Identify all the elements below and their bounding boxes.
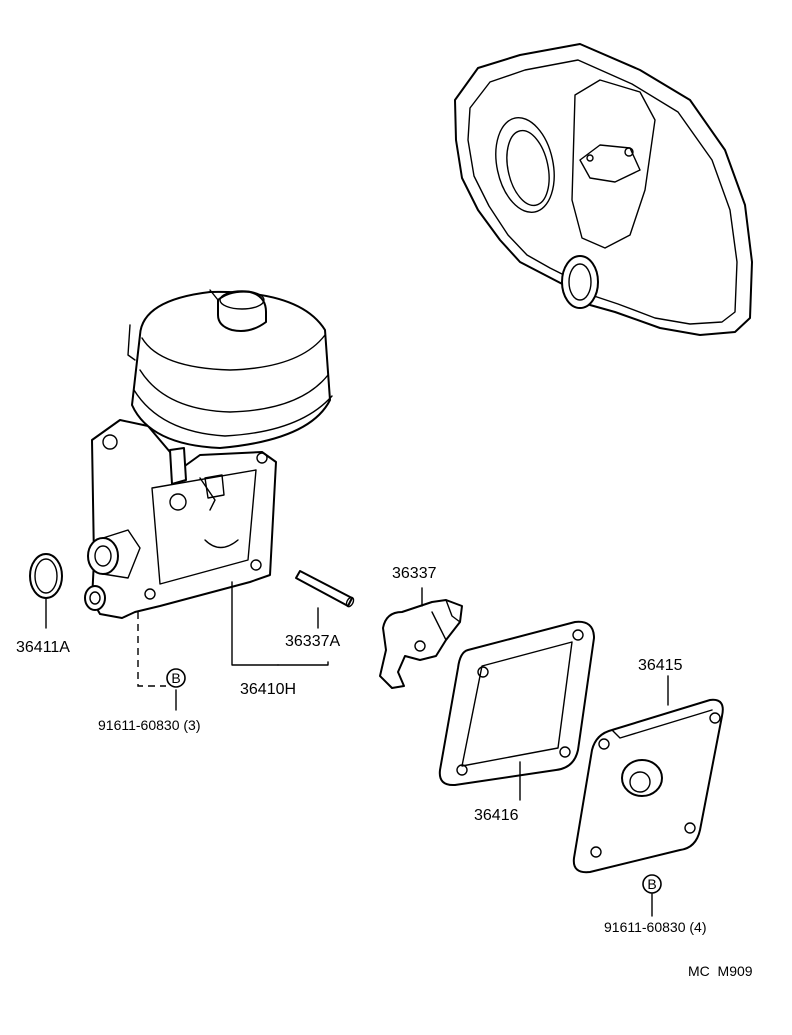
cover-36415-illustration [572, 698, 724, 874]
leader-lines [45, 581, 669, 917]
label-36410h: 36410H [240, 681, 296, 698]
diagram-code: MC M909 [688, 963, 753, 979]
bolt-callout-left: B 91611-60830 (3) [98, 668, 200, 733]
bolt-symbol-left: B [171, 670, 180, 686]
label-36337: 36337 [392, 565, 437, 582]
label-36416: 36416 [474, 807, 519, 824]
bolt-symbol-right: B [647, 876, 656, 892]
bolt-callout-right: B 91611-60830 (4) [604, 874, 706, 935]
bolt-part-right: 91611-60830 (4) [604, 919, 706, 935]
bolt-symbol-circle [166, 668, 186, 688]
label-36337a: 36337A [285, 633, 340, 650]
bolt-symbol-circle [642, 874, 662, 894]
vacuum-booster-illustration [84, 289, 333, 619]
pin-36337a-illustration [295, 570, 355, 608]
transfer-housing-illustration [454, 43, 753, 336]
gasket-36416-illustration [438, 620, 595, 787]
bolt-part-left: 91611-60830 (3) [98, 717, 200, 733]
lever-36337-illustration [379, 599, 463, 689]
label-36415: 36415 [638, 657, 683, 674]
oring-36411a-illustration [29, 553, 63, 599]
part-labels: 36411A 36410H 36337A 36337 36416 36415 [16, 565, 683, 824]
label-36411a: 36411A [16, 639, 70, 656]
